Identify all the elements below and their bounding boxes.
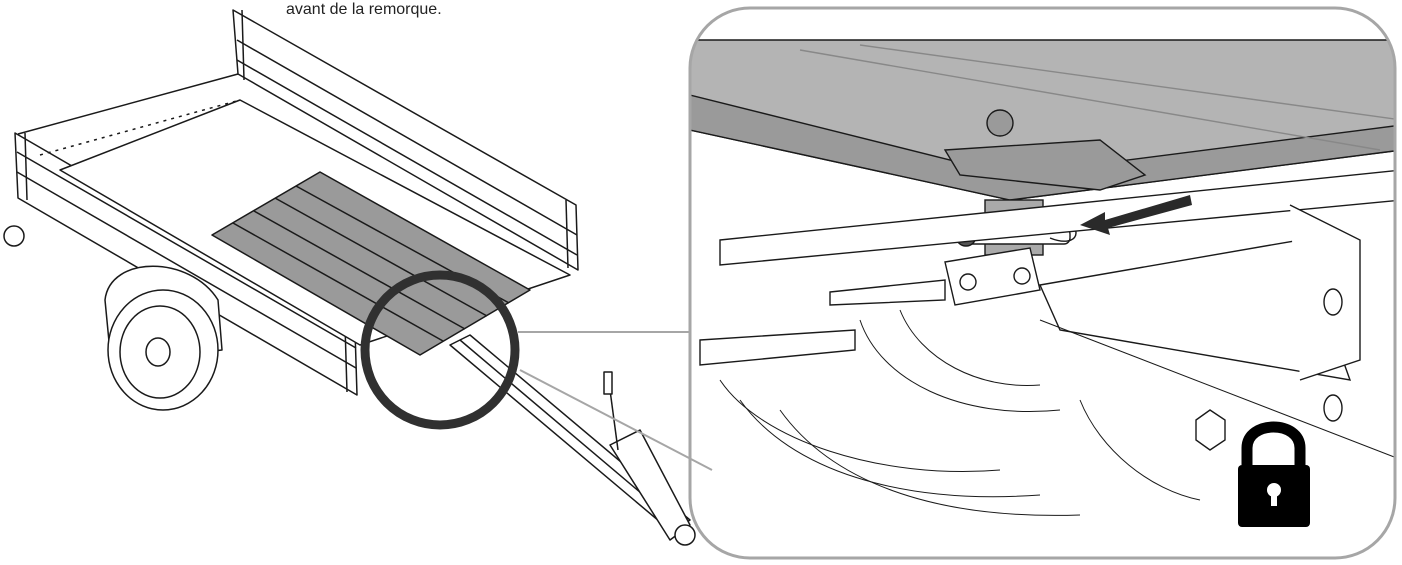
detail-hitch-plate: [944, 247, 1041, 306]
rear-holes: [39, 99, 241, 156]
detail-frame-beam: [719, 169, 1395, 266]
detail-rod: [829, 279, 946, 306]
detail-callout-circle: [360, 270, 520, 430]
lock-icon: [1238, 421, 1310, 527]
front-board: [232, 9, 579, 271]
detail-bolt: [1195, 409, 1226, 451]
detail-view: [688, 6, 1397, 560]
drawbar: [449, 334, 696, 546]
detail-frame: [688, 6, 1397, 560]
leader-line-bottom: [519, 369, 713, 471]
detail-bracket: [943, 139, 1147, 191]
instruction-caption: avant de la remorque.: [286, 1, 442, 18]
trailer-overview: [3, 9, 713, 546]
arrow-icon: [1080, 195, 1192, 235]
rear-edge: [17, 73, 239, 135]
wheel: [104, 265, 223, 411]
rear-support-wheel: [3, 225, 25, 247]
detail-wheel-arcs: [719, 309, 1395, 516]
